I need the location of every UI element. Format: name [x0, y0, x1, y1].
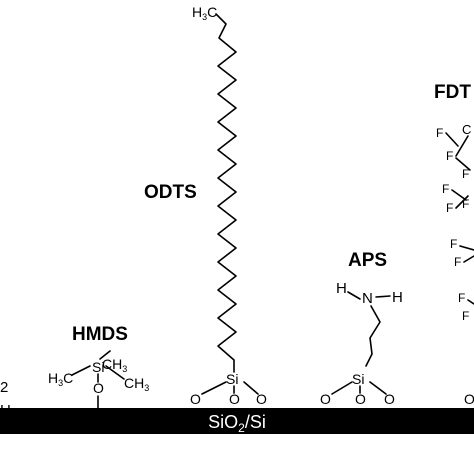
- hmds-molecule: HMDS CH3 H3C CH3 Si O: [48, 324, 149, 409]
- hmds-bond-si-ch3-left: [71, 365, 91, 376]
- left-fragment-bottom: H: [0, 402, 11, 419]
- aps-n: N: [362, 290, 373, 307]
- fdts-bond-1b: [455, 157, 471, 171]
- fdts-label: FDT: [434, 82, 471, 103]
- fdts-o-bottom: O: [464, 391, 474, 407]
- substrate-label: SiO2/Si: [208, 412, 266, 435]
- odts-alkyl-chain: [215, 13, 237, 373]
- aps-h-right: H: [392, 289, 403, 306]
- fdts-f-2c: F: [462, 197, 469, 211]
- fdts-f-3a: F: [450, 237, 457, 251]
- fdts-bond-3b: [463, 255, 474, 263]
- aps-o-bottom: O: [355, 391, 366, 407]
- fdts-bond-1a: [445, 132, 459, 147]
- hmds-o: O: [93, 380, 104, 396]
- substrate-bar: [0, 408, 474, 434]
- odts-molecule: ODTS H3C Si O O O: [144, 4, 267, 407]
- hmds-label: HMDS: [72, 324, 128, 345]
- hmds-h3c-left: H3C: [48, 370, 73, 388]
- fdts-c-1: C: [462, 122, 471, 137]
- hmds-ch3-top: CH3: [102, 356, 127, 374]
- fdts-bond-1: [455, 135, 469, 157]
- fdts-f-1c: F: [462, 167, 469, 181]
- fdts-bond-4a: [467, 299, 474, 305]
- aps-propyl-chain: [365, 305, 381, 367]
- aps-o-left: O: [320, 391, 331, 407]
- fdts-molecule: FDT C F F F F F F F F F F O: [434, 82, 474, 407]
- aps-label: APS: [348, 250, 387, 271]
- fdts-bond-2b: [455, 195, 469, 209]
- hmds-bond-si-ch3-right: [105, 365, 125, 380]
- odts-ch3-terminal: H3C: [192, 4, 217, 22]
- left-edge-fragment: 2 H: [0, 379, 11, 419]
- aps-o-right: O: [384, 391, 395, 407]
- fdts-f-4a: F: [458, 291, 465, 305]
- fdts-f-3b: F: [454, 255, 461, 269]
- aps-bond-h-n: [347, 291, 361, 300]
- fdts-f-1b: F: [446, 149, 453, 163]
- odts-o-left: O: [190, 391, 201, 407]
- odts-si: Si: [226, 371, 238, 387]
- aps-molecule: APS H N H Si O O O: [320, 250, 403, 407]
- fdts-f-4b: F: [462, 309, 469, 323]
- odts-label: ODTS: [144, 182, 197, 203]
- odts-o-bottom: O: [229, 391, 240, 407]
- left-fragment-top: 2: [0, 379, 8, 396]
- hmds-bond-si-ch3-top: [99, 350, 111, 360]
- fdts-f-2b: F: [446, 201, 453, 215]
- fdts-f-2a: F: [442, 182, 449, 196]
- hmds-si: Si: [92, 359, 104, 375]
- aps-h-left: H: [336, 280, 347, 297]
- odts-bond-si-o-right: [243, 381, 259, 395]
- aps-bond-si-o-left: [331, 381, 353, 395]
- odts-o-right: O: [256, 391, 267, 407]
- aps-bond-n-h: [375, 295, 391, 298]
- hmds-ch3-right: CH3: [124, 375, 149, 393]
- fdts-bond-3a: [459, 245, 474, 251]
- aps-si: Si: [352, 371, 364, 387]
- fdts-bond-2a: [451, 189, 467, 201]
- aps-bond-si-o-right: [369, 381, 387, 395]
- odts-bond-si-o-left: [201, 381, 227, 395]
- fdts-f-1a: F: [436, 126, 443, 140]
